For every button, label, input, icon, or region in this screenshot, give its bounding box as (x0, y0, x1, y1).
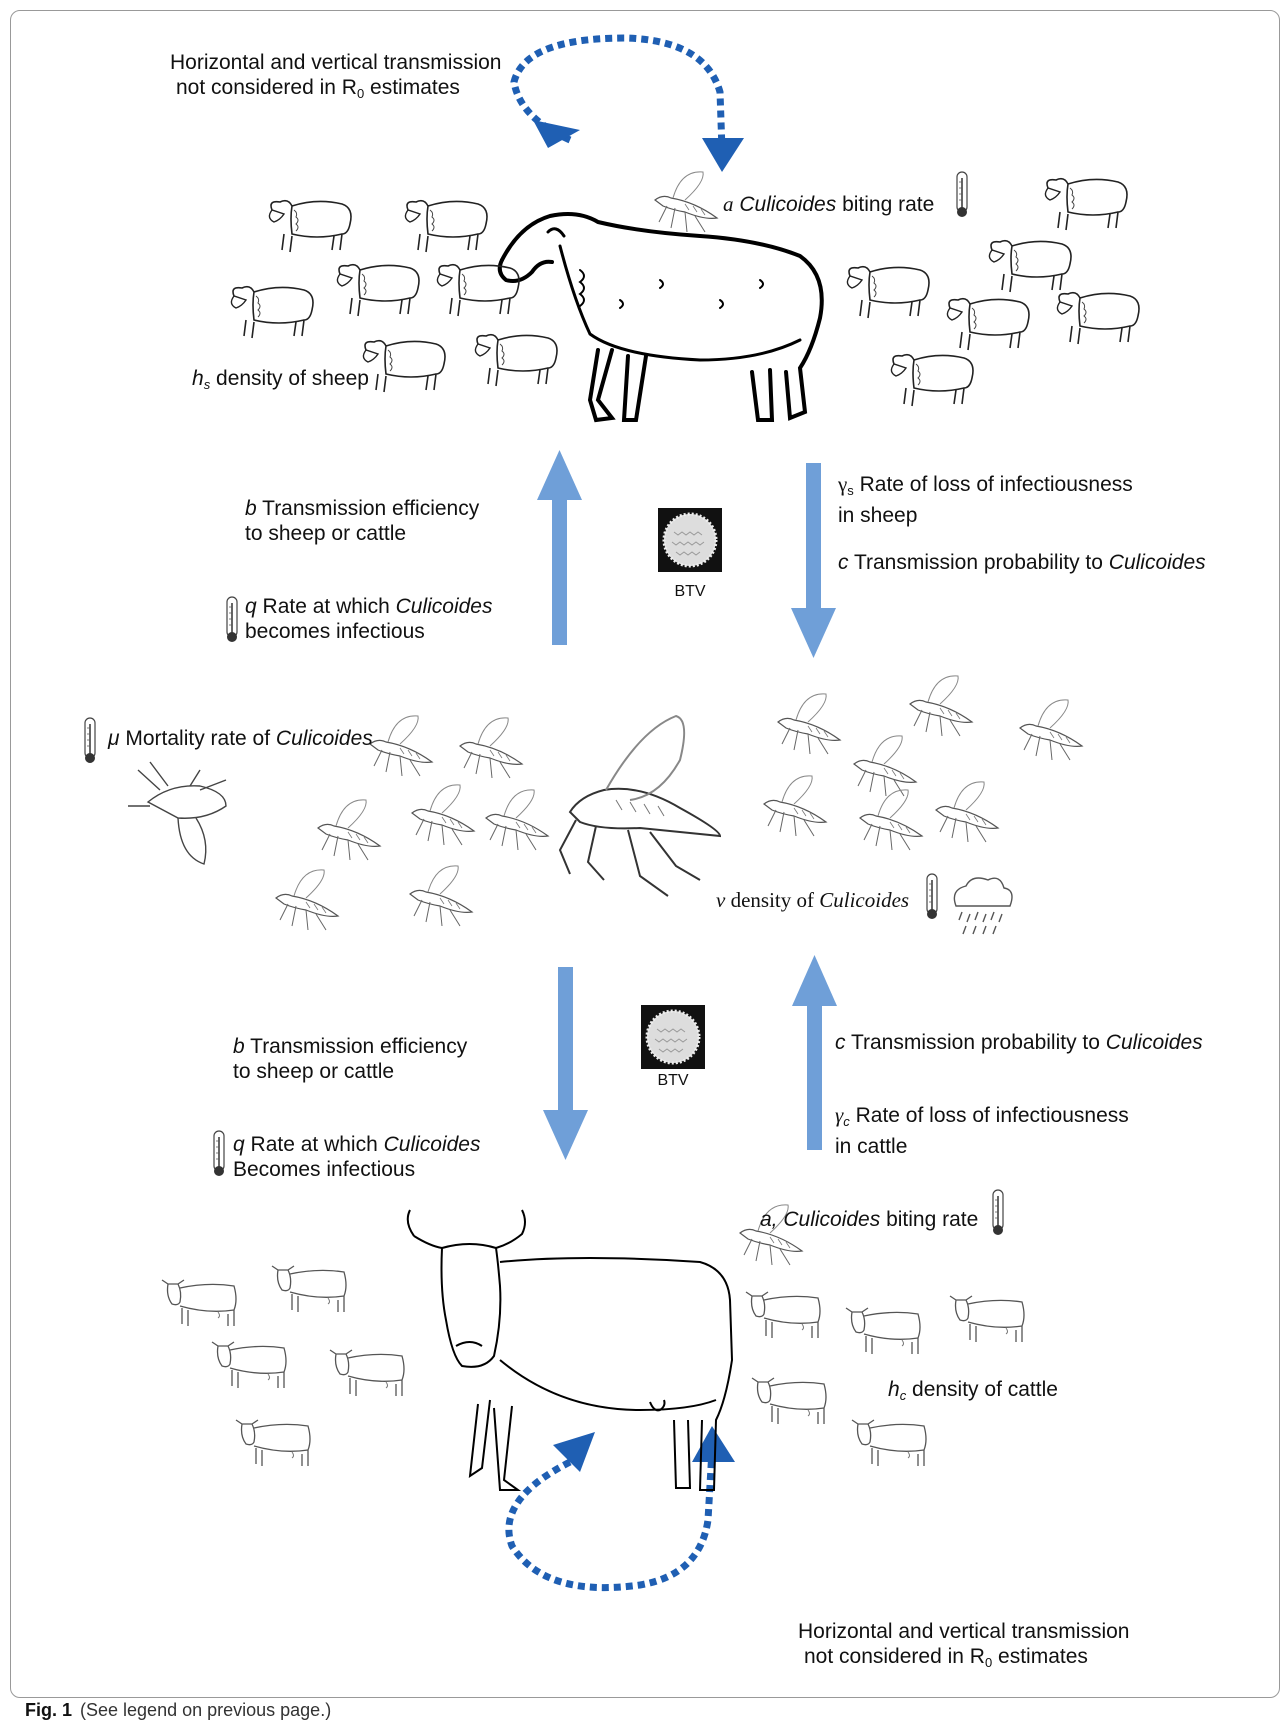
thermometer-icon (927, 874, 937, 919)
bottom-note-line2: not considered in R0 estimates (798, 1644, 1129, 1675)
vector-to-sheep-b-label: b Transmission efficiency to sheep or ca… (245, 496, 479, 546)
sheep-to-vector-gamma-label: γs Rate of loss of infectiousness in she… (838, 472, 1133, 528)
sheep-density-label: hs density of sheep (192, 366, 369, 397)
cattle-biting-rate-label: a, Culicoides biting rate (760, 1207, 978, 1232)
thermometer-icon (85, 718, 95, 763)
top-note-line2: not considered in R0 estimates (170, 75, 501, 106)
bottom-transmission-note: Horizontal and vertical transmission not… (798, 1619, 1129, 1675)
cattle-to-vector-c-label: c Transmission probability to Culicoides (835, 1030, 1203, 1055)
caption-text: (See legend on previous page.) (80, 1700, 331, 1720)
arrow-vector-to-sheep (537, 450, 582, 645)
bottom-note-line1: Horizontal and vertical transmission (798, 1619, 1129, 1644)
cattle-to-vector-gamma-label: γc Rate of loss of infectiousness in cat… (835, 1103, 1129, 1159)
mortality-label: μ Mortality rate of Culicoides (108, 726, 373, 751)
btv-label-top: BTV (655, 583, 725, 601)
thermometer-icon (227, 597, 237, 642)
thermometer-icon (214, 1131, 224, 1176)
rain-cloud-icon (954, 878, 1012, 934)
top-transmission-note: Horizontal and vertical transmission not… (170, 50, 501, 106)
figure-label: Fig. 1 (25, 1700, 72, 1720)
arrow-vector-to-cattle (543, 967, 588, 1160)
thermometer-icon (957, 172, 967, 217)
arrow-sheep-to-vector (791, 463, 836, 658)
top-note-line1: Horizontal and vertical transmission (170, 50, 501, 75)
large-midge-illustration (560, 716, 720, 896)
thermometer-icon (993, 1190, 1003, 1235)
sheep-to-vector-c-label: c Transmission probability to Culicoides (838, 550, 1206, 575)
vector-to-cattle-b-label: b Transmission efficiency to sheep or ca… (233, 1034, 467, 1084)
btv-virus-icon-top (658, 508, 722, 572)
dead-midge-illustration (128, 762, 226, 864)
large-sheep-illustration (500, 214, 822, 420)
vector-to-sheep-q-label: q Rate at which Culicoides becomes infec… (245, 594, 492, 644)
cattle-density-label: hc density of cattle (888, 1377, 1058, 1408)
figure-caption: Fig. 1 (See legend on previous page.) (25, 1700, 331, 1721)
vector-to-cattle-q-label: q Rate at which Culicoides Becomes infec… (233, 1132, 480, 1182)
arrow-cattle-to-vector (792, 955, 837, 1150)
sheep-biting-rate-label: a Culicoides biting rate (723, 192, 934, 217)
top-loop-arrow (514, 38, 744, 172)
btv-virus-icon-bottom (641, 1005, 705, 1069)
btv-label-bottom: BTV (638, 1072, 708, 1090)
vector-density-label: v density of Culicoides (716, 888, 909, 913)
